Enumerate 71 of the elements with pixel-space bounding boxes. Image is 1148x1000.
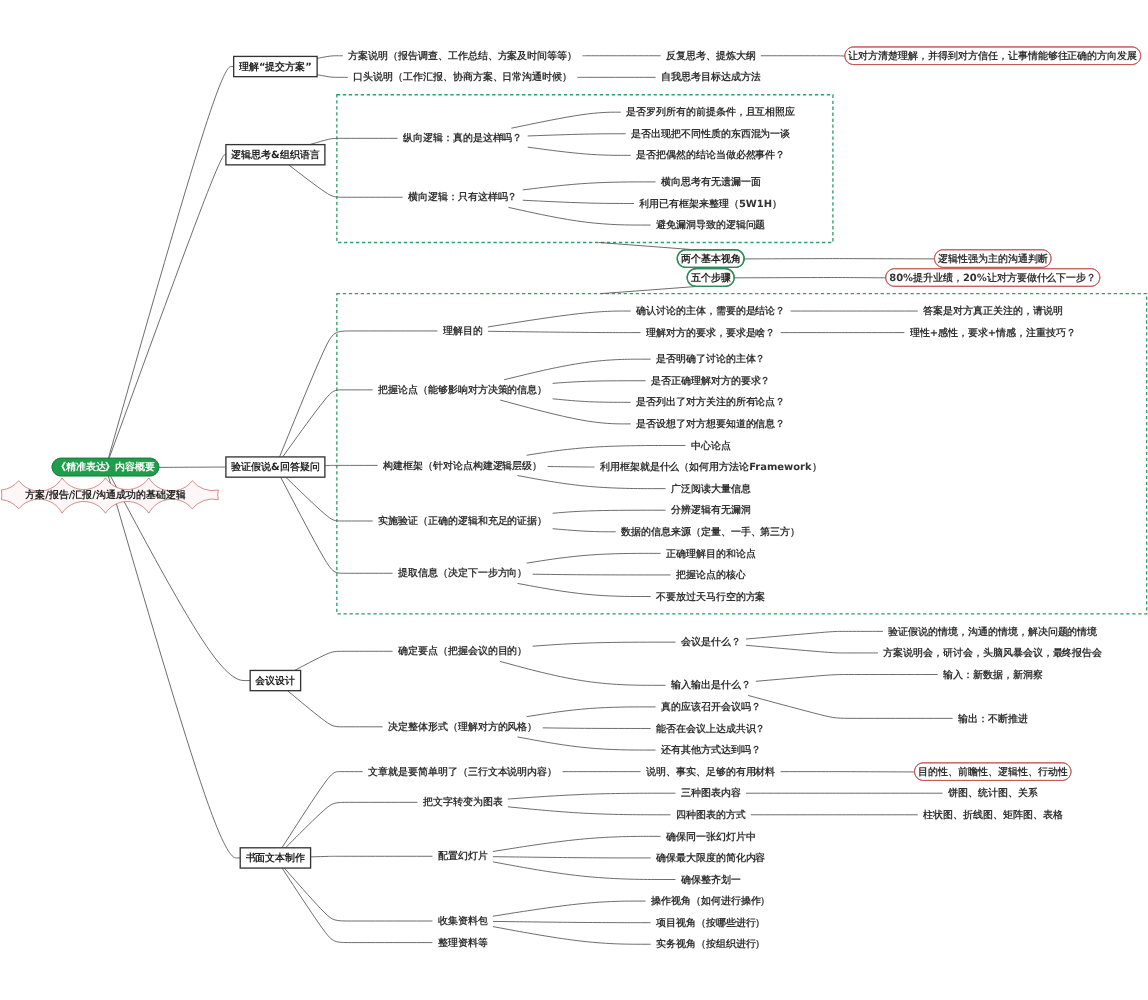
connector: [562, 771, 642, 773]
connector: [492, 856, 652, 859]
connector: [285, 476, 374, 522]
connector: [158, 466, 227, 468]
connector: [309, 137, 398, 146]
connector: [526, 552, 661, 564]
connector: [499, 661, 666, 686]
connector: [107, 66, 235, 459]
connector: [552, 528, 617, 533]
connector: [747, 695, 954, 719]
connector: [108, 154, 227, 459]
connector: [532, 641, 676, 647]
connector: [288, 164, 403, 198]
connector: [755, 674, 939, 682]
connector: [279, 330, 438, 458]
connector: [487, 310, 632, 328]
connector: [760, 55, 846, 57]
connector: [507, 792, 676, 800]
connector: [517, 475, 666, 490]
connector: [492, 861, 676, 880]
connector: [552, 509, 666, 514]
connector: [285, 801, 418, 849]
connector: [780, 332, 905, 334]
connector: [281, 771, 364, 849]
connector: [283, 867, 433, 922]
connector: [287, 690, 384, 728]
connector: [527, 133, 627, 137]
connector: [582, 55, 661, 57]
connector: [542, 727, 652, 729]
connector: [532, 573, 671, 576]
connector: [316, 74, 349, 78]
connector: [600, 286, 696, 295]
connector: [745, 630, 884, 640]
connector: [517, 583, 652, 597]
connector: [522, 181, 656, 191]
connector: [507, 806, 671, 816]
connector: [527, 146, 632, 156]
connector: [107, 475, 241, 859]
connector: [492, 926, 652, 945]
connector: [547, 466, 595, 468]
connector: [282, 389, 374, 458]
connector: [750, 814, 919, 816]
connector: [517, 736, 656, 751]
connector: [552, 380, 647, 384]
connector: [492, 921, 652, 924]
connector: [280, 476, 394, 574]
connector: [744, 258, 936, 260]
connector: [526, 445, 686, 456]
connector: [499, 399, 632, 425]
connector: [324, 464, 379, 466]
connector: [577, 76, 656, 78]
connector: [522, 199, 635, 204]
connector: [310, 855, 433, 858]
cluster: [336, 292, 1148, 615]
connector: [745, 792, 944, 794]
connector: [745, 644, 879, 654]
connector: [281, 867, 433, 943]
connector: [492, 835, 661, 852]
connector: [294, 650, 394, 671]
connector: [110, 475, 251, 681]
connector: [552, 398, 632, 403]
cluster: [336, 94, 834, 244]
connector: [503, 358, 652, 381]
connector: [780, 771, 916, 773]
connector: [492, 900, 647, 917]
connector: [734, 277, 887, 279]
connector: [526, 706, 656, 718]
connector: [316, 55, 344, 59]
connector: [510, 111, 622, 129]
connector: [508, 206, 652, 226]
connector: [487, 330, 642, 334]
